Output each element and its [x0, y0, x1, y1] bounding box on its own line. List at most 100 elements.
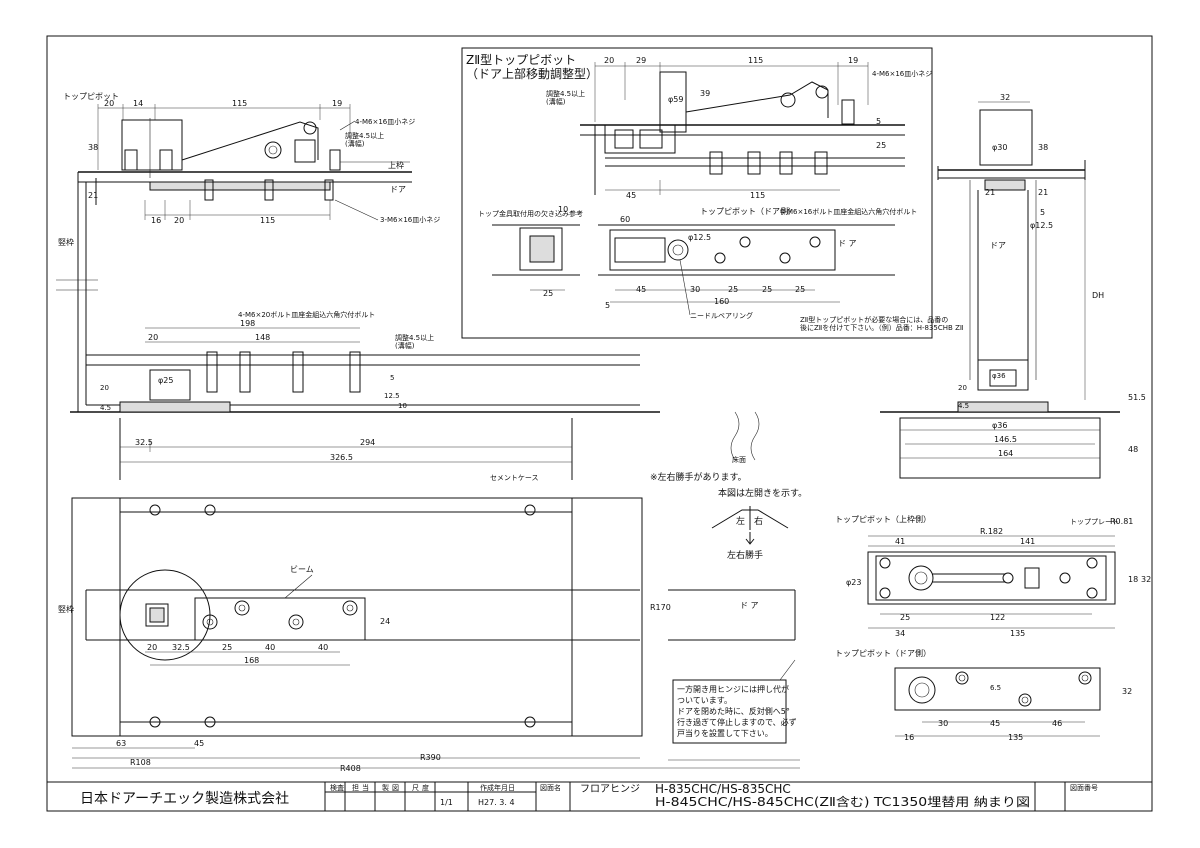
cs-adj-label-b: (溝幅): [395, 341, 415, 350]
z2-plan-door-label: ド ア: [838, 239, 857, 248]
push-note-2: ついています。: [677, 696, 732, 705]
dim-tp-38: 38: [88, 143, 98, 152]
dim-tp-b115: 115: [260, 216, 275, 225]
sv-dh-label: DH: [1092, 291, 1104, 300]
dim-z2-p25c: 25: [795, 285, 805, 294]
dim-cs-294: 294: [360, 438, 375, 447]
dim-z2-39: 39: [700, 89, 710, 98]
dim-z2-p25b: 25: [762, 285, 772, 294]
dim-tpd-46: 46: [1052, 719, 1062, 728]
dim-tpd-30: 30: [938, 719, 948, 728]
dim-sv-21b: 21: [985, 188, 995, 197]
push-note-3: ドアを閉めた時に、反対側へ5°: [677, 706, 790, 716]
dim-sv-45: 4.5: [958, 402, 969, 410]
dim-tpd-65: 6.5: [990, 684, 1001, 692]
upper-frame-label: 上枠: [388, 160, 404, 170]
dim-plan-20: 20: [147, 643, 157, 652]
company-name: 日本ドアーチエック製造株式会社: [80, 791, 289, 807]
z2-top-pivot-box: ZⅡ型トップピボット （ドア上部移動調整型） 20 29 115 19 φ59 …: [461, 47, 963, 339]
needle-bearing-label: ニードルベアリング: [690, 311, 753, 320]
dim-plan-r170: R170: [650, 603, 671, 612]
dim-sv-20: 20: [958, 384, 967, 392]
z2-title-1: ZⅡ型トップピボット: [466, 53, 576, 67]
plan-view: ド ア 竪枠 ビーム 24 R170 20 32.5 25 40 40 168 …: [58, 497, 800, 773]
dim-z2-20: 20: [604, 56, 614, 65]
dim-tpu-41: 41: [895, 537, 905, 546]
dim-sv-32: 32: [1000, 93, 1010, 102]
tb-date: H27. 3. 4: [478, 798, 515, 807]
dim-z2-phi125: φ12.5: [688, 233, 711, 242]
tb-product-type: フロアヒンジ: [580, 783, 640, 795]
plan-door-label: ド ア: [740, 601, 759, 610]
sv-door-label: ドア: [990, 241, 1006, 250]
dim-tp-19: 19: [332, 99, 342, 108]
top-plate-label: トッププレート: [1070, 518, 1119, 526]
dim-plan-63: 63: [116, 739, 126, 748]
push-note-5: 戸当りを設置して下さい。: [677, 728, 773, 738]
floor-section-view: 4-M6×20ボルト皿座金組込六角穴付ボルト 198 20 148 調整4.5以…: [70, 310, 760, 482]
frame-side-label: 竪枠: [58, 237, 74, 247]
push-note-box: 一方開き用ヒンジには押し代が ついています。 ドアを閉めた時に、反対側へ5° 行…: [672, 659, 797, 744]
dim-sv-phi30: φ30: [992, 143, 1007, 152]
dim-plan-r108: R108: [130, 758, 151, 767]
z2-cut-note: トップ金具取付用の欠き込み参考: [478, 209, 583, 218]
left-label: 左: [736, 515, 745, 527]
dim-z2pl-10: 10: [558, 205, 568, 214]
dim-sv-515: 51.5: [1128, 393, 1146, 402]
dim-tpu-r081: R0.81: [1110, 517, 1133, 526]
tb-header-7: 度: [422, 783, 429, 792]
tp-screw3-label: 3-M6×16皿小ネジ: [380, 215, 440, 224]
dim-tp-20: 20: [104, 99, 114, 108]
tb-model-line1: H-835CHC/HS-835CHC: [655, 782, 791, 796]
top-pivot-door-plan: トップピボット（ドア側） 6.5 32 30 45 46 16 135: [835, 648, 1132, 742]
drawing-border: [46, 35, 1153, 812]
dim-tpu-34: 34: [895, 629, 905, 638]
dim-z2-phi59: φ59: [668, 95, 683, 104]
tpd-title: トップピボット（ドア側）: [835, 648, 931, 658]
dim-sv-48: 48: [1128, 445, 1138, 454]
dim-tpu-135: 135: [1010, 629, 1025, 638]
dim-z2pl-25: 25: [543, 289, 553, 298]
dim-tpd-45: 45: [990, 719, 1000, 728]
tb-scale: 1/1: [440, 798, 453, 807]
title-block: 日本ドアーチエック製造株式会社 検 査 担 当 製 図 尺 度 作成年月日 1/…: [47, 781, 1152, 811]
dim-sv-1465: 146.5: [994, 435, 1017, 444]
dim-z2-p45: 45: [636, 285, 646, 294]
dim-plan-40a: 40: [265, 643, 275, 652]
handedness-label: 左右勝手: [727, 549, 763, 561]
tb-header-4: 製: [382, 783, 389, 792]
push-note-4: 行き過ぎて停止しますので、必ず: [677, 717, 797, 727]
note-left-open: 本図は左開きを示す。: [718, 487, 807, 499]
right-label: 右: [754, 515, 763, 527]
dim-tpd-32: 32: [1122, 687, 1132, 696]
dim-z2-5: 5: [876, 117, 881, 126]
tp-adj-label: 調整4.5以上: [345, 131, 384, 140]
z2-screw-label: 4-M6×16皿小ネジ: [872, 69, 932, 78]
tb-header-5: 図: [392, 784, 399, 792]
dim-tpu-32: 32: [1141, 575, 1151, 584]
dim-tpd-16: 16: [904, 733, 914, 742]
dim-z2-p5: 5: [605, 301, 610, 310]
dim-z2-19: 19: [848, 56, 858, 65]
tp-screw-label: 4-M6×16皿小ネジ: [355, 117, 415, 126]
note-handedness: ※左右勝手があります。: [650, 471, 747, 483]
top-pivot-view: トップピボット 20 14 115 19 上枠 ドア: [63, 92, 440, 225]
left-frame-side: 竪枠: [56, 172, 98, 412]
tb-header-2: 担: [352, 783, 359, 792]
dim-z2-p160: 160: [714, 297, 729, 306]
dim-plan-25: 25: [222, 643, 232, 652]
dim-sv-38: 38: [1038, 143, 1048, 152]
tb-drawing-no-label: 図面番号: [1070, 784, 1098, 792]
dim-plan-r390: R390: [420, 753, 441, 762]
dim-plan-325: 32.5: [172, 643, 190, 652]
dim-tp-115: 115: [232, 99, 247, 108]
cs-adj-label: 調整4.5以上: [395, 333, 434, 342]
door-label-tp: ドア: [390, 185, 406, 194]
dim-tp-14: 14: [133, 99, 143, 108]
top-pivot-title: トップピボット: [63, 92, 119, 101]
dim-tpu-141: 141: [1020, 537, 1035, 546]
dim-plan-r408: R408: [340, 764, 361, 773]
dim-plan-40b: 40: [318, 643, 328, 652]
cement-case-label: セメントケース: [490, 474, 539, 482]
